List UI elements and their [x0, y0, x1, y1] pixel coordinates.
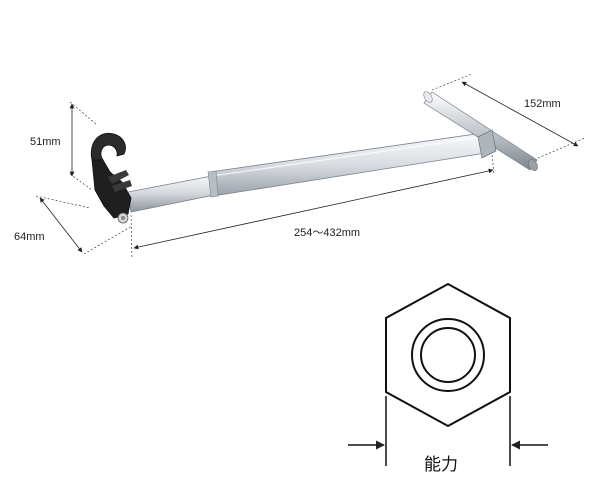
- jaw-head: [90, 132, 132, 224]
- hex-nut-outline: [385, 282, 511, 428]
- shaft-inner-tube: [209, 131, 493, 197]
- hex-nut-outer-ring: [411, 318, 485, 392]
- head-depth-label: 64mm: [14, 231, 45, 243]
- hex-nut-inner-ring: [420, 327, 476, 383]
- handle-width-label: 152mm: [524, 98, 561, 110]
- dimension-handle-width: 152mm: [431, 73, 586, 159]
- capacity-label: 能力: [424, 455, 458, 475]
- dimension-head-height: 51mm: [30, 101, 97, 191]
- shaft-length-label: 254～432mm: [294, 227, 360, 239]
- shaft-outer-tube: [127, 175, 215, 213]
- hex-nut-diagram: 能力: [348, 282, 548, 475]
- head-height-label: 51mm: [30, 136, 61, 148]
- dimension-shaft-length: 254～432mm: [130, 154, 495, 259]
- dimension-head-depth: 64mm: [14, 195, 133, 255]
- basin-wrench: [90, 91, 538, 224]
